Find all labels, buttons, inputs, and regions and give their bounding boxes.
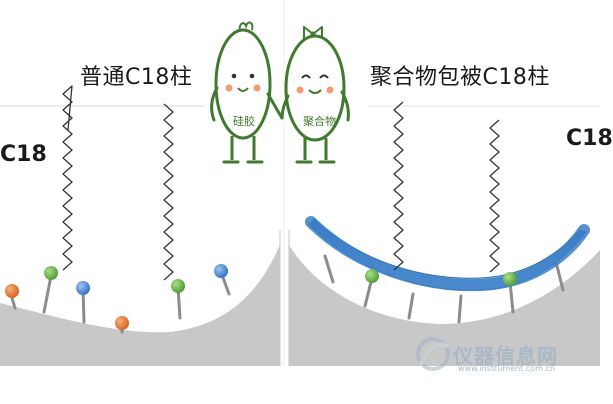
stem-left-1: [10, 296, 17, 310]
right-silica-support: [289, 245, 600, 366]
watermark-text: 仪器信息网: [453, 344, 558, 368]
left-panel-title: 普通C18柱: [80, 65, 193, 90]
left-column-label: C18: [0, 142, 47, 167]
silica-character-arm-left: [210, 86, 219, 122]
left-c18-chains: [62, 85, 174, 281]
stem-left-2: [42, 274, 53, 314]
green-bead-left-1: [44, 266, 58, 280]
polymer-character-cheek-left: [296, 86, 304, 94]
polymer-character-smile: [308, 89, 322, 94]
watermark-logo-ring: [416, 337, 450, 371]
polymer-character: [280, 26, 350, 164]
silica-character-eye-right: [249, 73, 255, 79]
silica-character-smile: [237, 87, 249, 92]
stem-right-1: [323, 254, 335, 284]
polymer-character-cheek-right: [326, 86, 334, 94]
watermark-subtext: www.instrument.com.cn: [458, 364, 555, 373]
green-bead-right-1: [365, 269, 379, 283]
right-column-label: C18: [566, 126, 613, 151]
polymer-coating-band: [305, 216, 590, 292]
watermark-logo-swoosh: [419, 342, 449, 366]
right-linker-stems: [323, 254, 565, 324]
polymer-character-label: 聚合物: [303, 115, 336, 128]
c18-chain-right-1: [393, 101, 404, 271]
polymer-character-eye-right: [319, 74, 329, 79]
diagram-root: 普通C18柱 聚合物包被C18柱 C18 C18 硅胶 聚合物 仪器信息网 ww…: [0, 0, 613, 373]
polymer-character-body: [284, 34, 346, 142]
silica-character-arm-right: [266, 92, 284, 120]
polymer-character-eye-left: [301, 74, 311, 79]
blue-bead-2: [214, 264, 228, 278]
orange-bead-1: [5, 284, 19, 298]
watermark-logo: [416, 337, 450, 371]
orange-bead-2: [115, 316, 129, 330]
c18-chain-left-1: [62, 85, 73, 271]
polymer-character-arm-left: [280, 94, 290, 120]
green-bead-left-2: [171, 279, 185, 293]
right-c18-chains: [393, 101, 500, 273]
green-bead-right-2: [503, 272, 517, 286]
right-panel-title: 聚合物包被C18柱: [370, 65, 550, 90]
stem-right-4: [457, 294, 463, 324]
silica-character-body: [214, 28, 272, 140]
polymer-character-arm-right: [340, 90, 350, 122]
left-silica-support: [0, 245, 280, 366]
silica-character-cheek-left: [225, 84, 233, 92]
stem-right-6: [554, 260, 565, 292]
silica-character-label: 硅胶: [233, 115, 255, 128]
c18-chain-right-2: [489, 119, 500, 273]
diagram-canvas: [0, 0, 600, 371]
stem-right-5: [508, 280, 515, 314]
blue-bead-1: [76, 281, 90, 295]
stem-right-3: [407, 292, 415, 320]
silica-character-sprout: [238, 21, 254, 33]
silica-character: [210, 21, 284, 164]
silica-character-cheek-right: [253, 84, 261, 92]
silica-character-eye-left: [231, 73, 237, 79]
c18-chain-left-2: [163, 103, 174, 281]
